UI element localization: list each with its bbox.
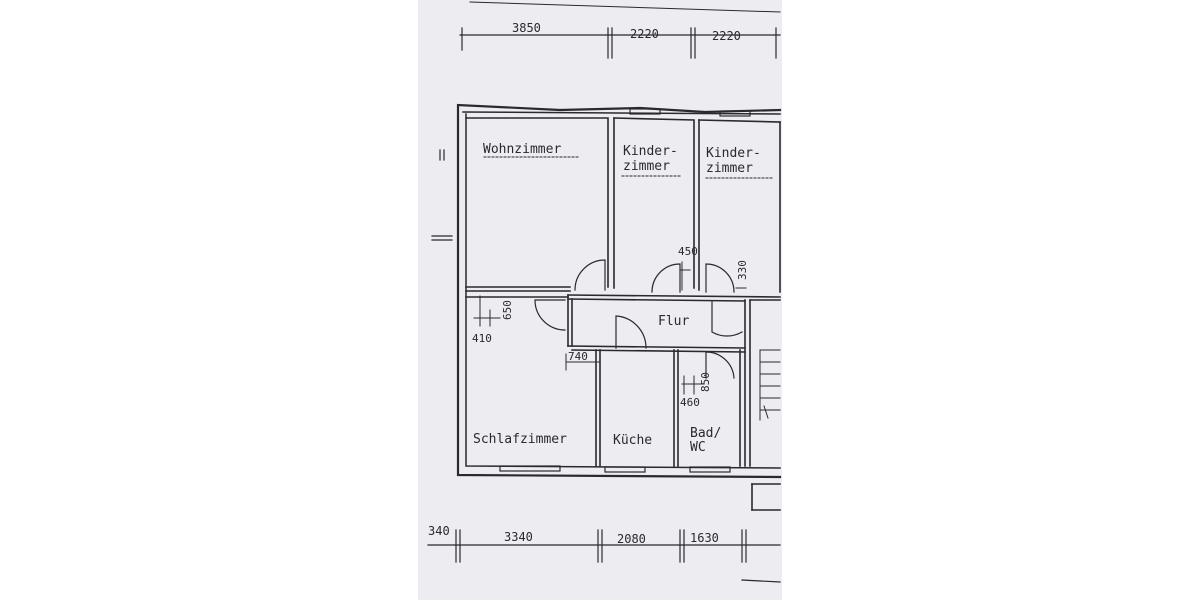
room-label-kinderzimmer-2-line1: Kinder- <box>706 146 761 161</box>
room-label-kinderzimmer-2-line2: zimmer <box>706 161 753 176</box>
dim-top-2: 2220 <box>630 27 659 41</box>
dim-door-460: 460 <box>680 396 700 409</box>
dim-door-740: 740 <box>568 350 588 363</box>
staircase <box>759 349 781 421</box>
dim-door-850: 850 <box>699 372 712 392</box>
label-underlines <box>483 156 775 179</box>
room-label-bad-line2: WC <box>690 440 706 455</box>
room-label-schlafzimmer: Schlafzimmer <box>473 432 567 447</box>
dim-door-410: 410 <box>472 332 492 345</box>
dim-bottom-4: 1630 <box>690 531 719 545</box>
bottom-dimension-line <box>427 529 781 583</box>
window-marks <box>431 108 751 473</box>
dimension-labels: 3850 2220 2220 340 3340 2080 1630 450 33… <box>428 21 749 546</box>
room-labels: Wohnzimmer Kinder- zimmer Kinder- zimmer… <box>473 142 761 455</box>
room-label-wohnzimmer: Wohnzimmer <box>483 142 561 157</box>
room-label-kueche: Küche <box>613 433 652 448</box>
dim-door-650: 650 <box>501 300 514 320</box>
dim-bottom-1: 340 <box>428 524 450 538</box>
room-label-kinderzimmer-1-line1: Kinder- <box>623 144 678 159</box>
dim-bottom-2: 3340 <box>504 530 533 544</box>
door-dimension-ticks <box>473 261 747 395</box>
room-label-bad-line1: Bad/ <box>690 426 721 441</box>
room-label-flur: Flur <box>658 314 689 329</box>
dim-door-450: 450 <box>678 245 698 258</box>
dim-door-330: 330 <box>736 260 749 280</box>
interior-walls <box>465 117 781 511</box>
room-label-kinderzimmer-1-line2: zimmer <box>623 159 670 174</box>
top-dimension-line <box>459 1 781 59</box>
dim-top-3: 2220 <box>712 29 741 43</box>
door-swings <box>534 259 743 379</box>
outer-walls <box>456 103 782 479</box>
dim-top-1: 3850 <box>512 21 541 35</box>
dim-bottom-3: 2080 <box>617 532 646 546</box>
